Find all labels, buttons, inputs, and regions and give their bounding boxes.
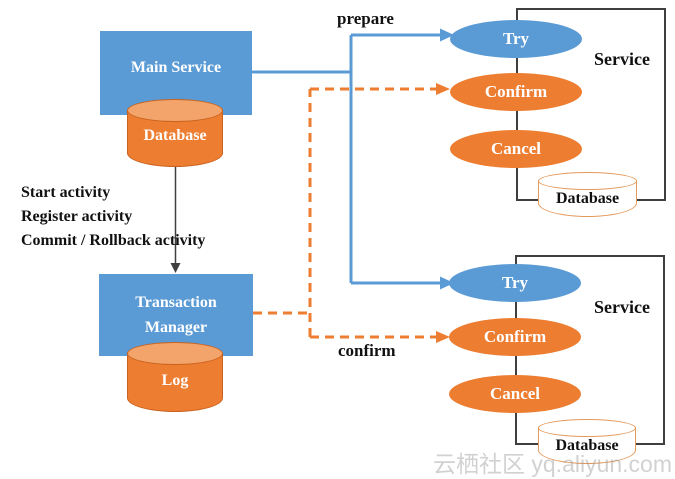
log-label: Log (161, 372, 189, 389)
confirm-connector (253, 87, 436, 339)
service-label-bottom: Service (594, 297, 650, 317)
cylinder-top (127, 342, 223, 365)
try-label: Try (502, 29, 530, 48)
confirm-arrowhead-bottom (436, 331, 450, 343)
prepare-connector (252, 33, 441, 285)
service-database-cylinder-top: Database (538, 172, 637, 217)
prepare-label: prepare (337, 9, 394, 28)
confirm-ellipse-top: Confirm (450, 73, 582, 111)
cylinder-top (127, 99, 223, 122)
service-database-cylinder-bottom: Database (538, 419, 636, 464)
cylinder-top (538, 172, 637, 190)
confirm-arrowhead-top (436, 83, 450, 95)
activity-note-line: Commit / Rollback activity (21, 232, 206, 249)
main-database-cylinder: Database (127, 99, 223, 167)
cylinder-top (538, 419, 636, 437)
cancel-ellipse-bottom: Cancel (449, 375, 581, 413)
try-ellipse-bottom: Try (449, 264, 581, 302)
service-database-label: Database (555, 190, 620, 207)
confirm-label: Confirm (483, 327, 547, 346)
cancel-label: Cancel (489, 384, 541, 403)
cylinder-body (127, 110, 223, 167)
activity-note-line: Start activity (21, 184, 111, 201)
confirm-label: Confirm (484, 82, 548, 101)
cancel-ellipse-top: Cancel (450, 130, 582, 168)
watermark: 云栖社区 yq.aliyun.com (433, 451, 673, 477)
confirm-ellipse-bottom: Confirm (449, 318, 581, 356)
main-database-label: Database (143, 127, 207, 144)
service-database-label: Database (555, 437, 619, 454)
activity-note-line: Register activity (21, 208, 133, 225)
main-service-label: Main Service (130, 59, 222, 76)
confirm-label: confirm (338, 341, 396, 360)
activity-notes: Start activity Register activity Commit … (21, 181, 205, 253)
log-cylinder: Log (127, 342, 223, 412)
try-label: Try (501, 273, 529, 292)
cancel-label: Cancel (490, 139, 542, 158)
service-label-top: Service (594, 49, 650, 69)
try-ellipse-top: Try (450, 20, 582, 58)
transaction-manager-label: Transaction Manager (135, 294, 217, 336)
